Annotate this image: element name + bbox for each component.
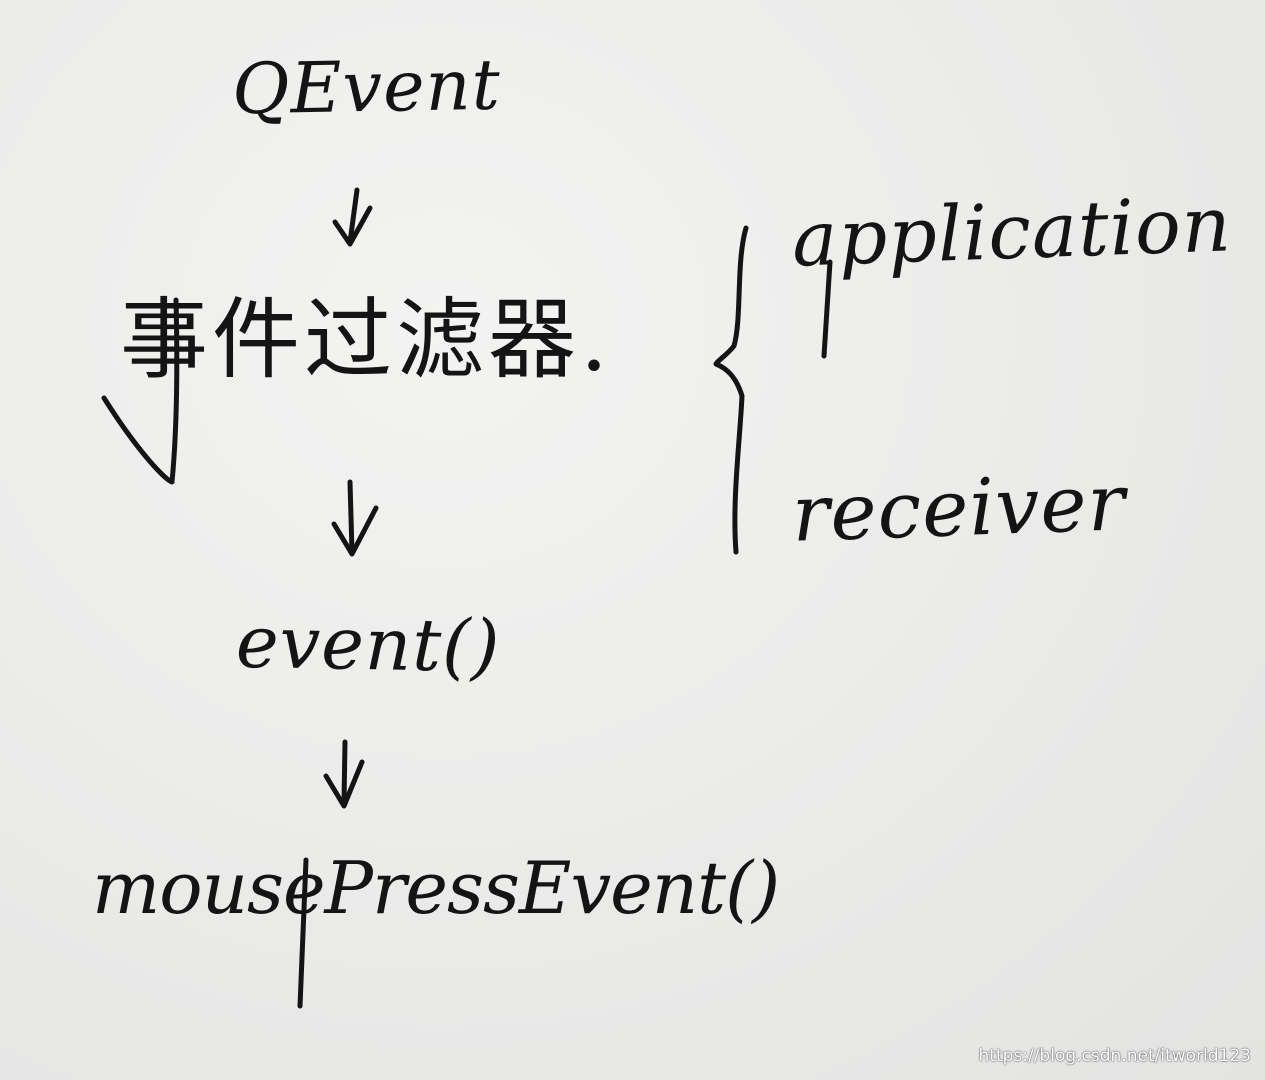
brace (713, 225, 749, 555)
brace-branch-application: application (790, 179, 1234, 284)
application-descender-stroke (821, 259, 833, 359)
arrow-head (323, 759, 365, 809)
brace-branch-receiver: receiver (790, 458, 1128, 560)
arrow-head (331, 505, 379, 557)
mouse-descender-stroke (297, 857, 309, 1009)
arrow-shaft (347, 479, 355, 555)
arrow-qevent-to-filter (332, 187, 373, 247)
node-event-function: event() (235, 599, 502, 689)
arrow-event-to-mouse (323, 739, 365, 809)
arrow-head (332, 205, 373, 247)
node-event-filter: 事件过滤器. (120, 288, 612, 391)
arrow-shaft (341, 739, 348, 805)
arrow-filter-to-event (331, 479, 379, 557)
filter-descender-stroke (101, 297, 180, 485)
node-qevent: QEvent (231, 43, 502, 131)
watermark: https://blog.csdn.net/itworld123 (978, 1046, 1252, 1066)
node-mouse-press-event: mousePressEvent() (92, 846, 780, 930)
arrow-shaft (347, 187, 360, 245)
